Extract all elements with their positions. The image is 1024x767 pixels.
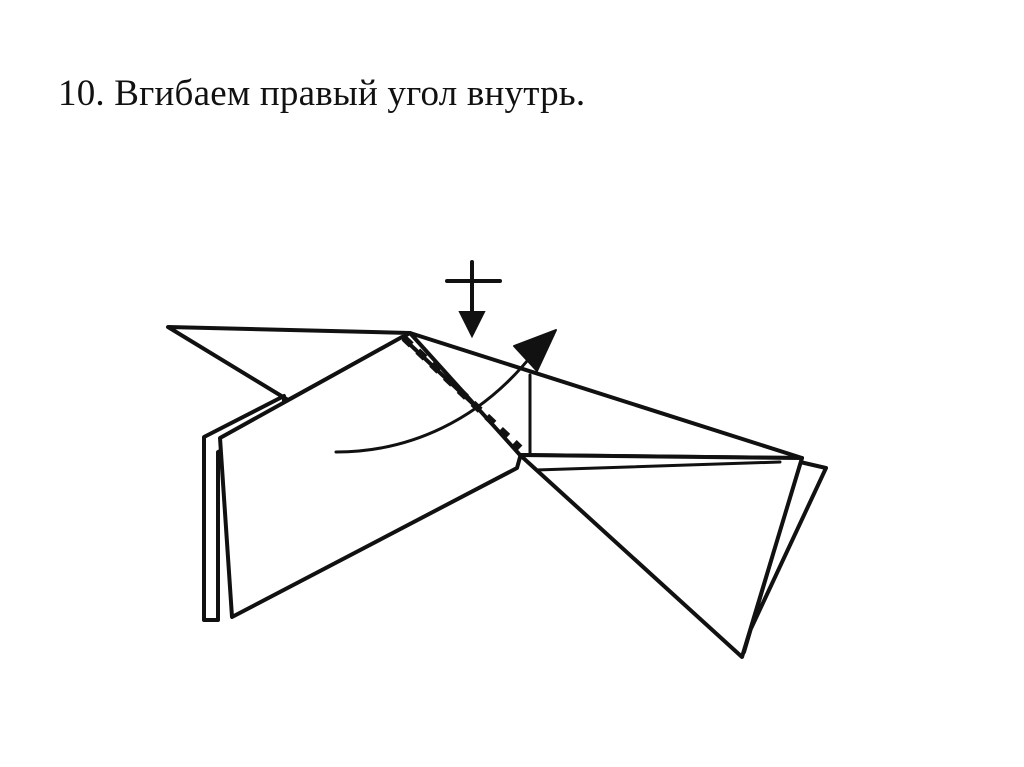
push-down-arrow xyxy=(445,260,502,339)
dashed-fold-line xyxy=(401,335,523,451)
left-panel xyxy=(218,335,524,619)
step-caption: 10. Вгибаем правый угол внутрь. xyxy=(58,73,586,114)
inside-reverse-fold-arrow xyxy=(334,329,557,454)
lower-crease xyxy=(534,460,782,472)
right-lower-flap xyxy=(518,453,804,659)
